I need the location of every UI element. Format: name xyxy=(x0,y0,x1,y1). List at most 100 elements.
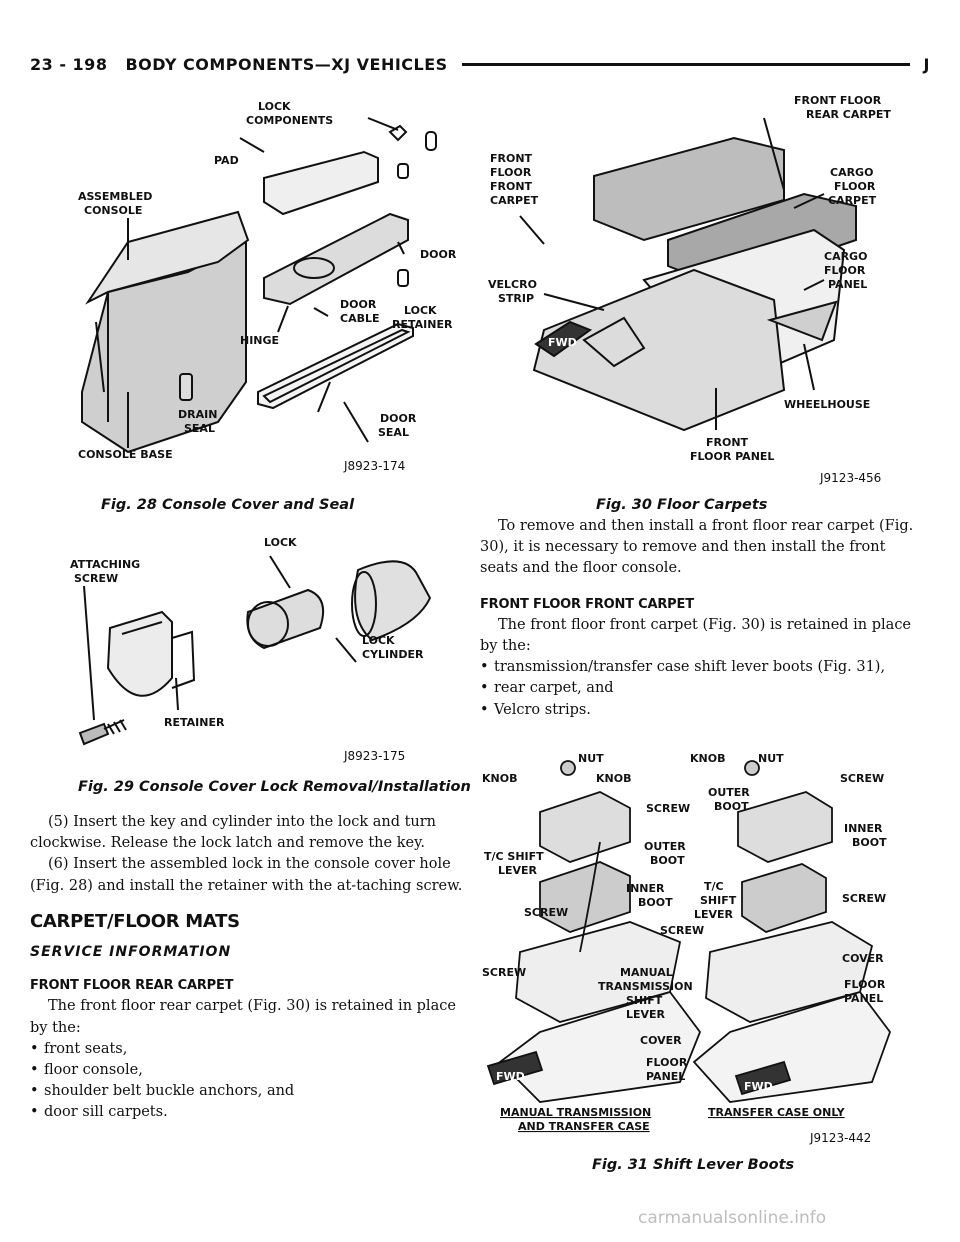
fig28-label-lock-retainer-1: LOCK xyxy=(404,304,437,317)
fig28-label-door: DOOR xyxy=(420,248,457,261)
fig31-label-screw-l2: SCREW xyxy=(524,906,568,919)
fig30-caption: Fig. 30 Floor Carpets xyxy=(596,497,768,513)
fig29-label-cylinder-1: LOCK xyxy=(362,634,395,647)
fig31-fwd-l: FWD xyxy=(496,1070,525,1083)
fig31-fwd-r: FWD xyxy=(744,1080,773,1093)
fig31-label-cover-l: COVER xyxy=(640,1034,682,1047)
fig31-label-screw-l3: SCREW xyxy=(482,966,526,979)
fig28-illustration: LOCK COMPONENTS PAD ASSEMBLED CONSOLE DO… xyxy=(68,92,460,484)
console-cover-diagram: LOCK COMPONENTS PAD ASSEMBLED CONSOLE DO… xyxy=(78,100,457,473)
header-mark: J xyxy=(923,54,930,74)
bullet-item: •shoulder belt buckle anchors, and xyxy=(30,1083,295,1100)
fig30-label-fffc-1: FRONT xyxy=(490,152,533,165)
fig29-caption: Fig. 29 Console Cover Lock Removal/Insta… xyxy=(78,779,471,795)
fig30-label-ffrc-2: REAR CARPET xyxy=(806,108,891,121)
fig30-illustration: FRONT FLOOR REAR CARPET FRONT FLOOR FRON… xyxy=(484,90,904,490)
fig31-label-manual-4: LEVER xyxy=(626,1008,666,1021)
fig31-label-tc-r1: T/C xyxy=(704,880,724,893)
fig31-label-screw-r: SCREW xyxy=(840,772,884,785)
fig29-label-attaching-2: SCREW xyxy=(74,572,118,585)
fig31-label-knob-l2: KNOB xyxy=(596,772,631,785)
fig28-label-assembled-1: ASSEMBLED xyxy=(78,190,152,203)
fig28-label-hinge: HINGE xyxy=(240,334,279,347)
fig29-label-cylinder-2: CYLINDER xyxy=(362,648,424,661)
fig30-label-velcro-1: VELCRO xyxy=(488,278,537,291)
fig28-label-drain-1: DRAIN xyxy=(178,408,217,421)
bullet-item: •transmission/transfer case shift lever … xyxy=(480,659,886,676)
fig31-label-inner-r2: BOOT xyxy=(852,836,887,849)
bullet-item: •floor console, xyxy=(30,1062,143,1079)
fig29-code: J8923-175 xyxy=(343,749,405,763)
fig30-label-cargo-carpet-2: FLOOR xyxy=(834,180,876,193)
fig29-illustration: ATTACHING SCREW LOCK LOCK CYLINDER RETAI… xyxy=(68,528,460,768)
fig31-label-nut-l: NUT xyxy=(578,752,604,765)
fig30-label-ffp-1: FRONT xyxy=(706,436,749,449)
fig28-label-drain-2: SEAL xyxy=(184,422,215,435)
fig30-code: J9123-456 xyxy=(819,471,881,485)
fig31-label-floor-r2: PANEL xyxy=(844,992,883,1005)
fig31-label-bottom-left-2: AND TRANSFER CASE xyxy=(518,1120,650,1133)
fig30-label-velcro-2: STRIP xyxy=(498,292,534,305)
fig30-label-wheelhouse: WHEELHOUSE xyxy=(784,398,870,411)
fig28-label-door-cable-1: DOOR xyxy=(340,298,377,311)
fig30-label-cargo-panel-3: PANEL xyxy=(828,278,867,291)
fig30-label-cargo-panel-1: CARGO xyxy=(824,250,867,263)
fig30-label-ffrc-1: FRONT FLOOR xyxy=(794,94,882,107)
fig28-caption: Fig. 28 Console Cover and Seal xyxy=(101,497,355,513)
para-ffrc: The front floor rear carpet (Fig. 30) is… xyxy=(30,998,456,1036)
fig30-label-fffc-4: CARPET xyxy=(490,194,539,207)
fig31-label-inner-l1: INNER xyxy=(626,882,665,895)
fig28-label-lock-2: COMPONENTS xyxy=(246,114,333,127)
fig31-label-outer-l2: BOOT xyxy=(650,854,685,867)
fig31-code: J9123-442 xyxy=(809,1131,871,1145)
heading-fffc: FRONT FLOOR FRONT CARPET xyxy=(480,596,694,612)
right-column: To remove and then install a front floor… xyxy=(480,516,926,721)
fig31-label-manual-2: TRANSMISSION xyxy=(598,980,693,993)
bullet-item: •rear carpet, and xyxy=(480,680,614,697)
page-header: 23 - 198 BODY COMPONENTS—XJ VEHICLES J xyxy=(30,52,930,76)
fig31-caption: Fig. 31 Shift Lever Boots xyxy=(592,1157,795,1173)
fig31-label-bottom-left-1: MANUAL TRANSMISSION xyxy=(500,1106,651,1119)
para-fffc: The front floor front carpet (Fig. 30) i… xyxy=(480,616,912,655)
left-column: (5) Insert the key and cylinder into the… xyxy=(30,812,472,1124)
fig31-label-outer-l1: OUTER xyxy=(644,840,686,853)
fig31-label-outer-r2: BOOT xyxy=(714,800,749,813)
bullet-item: •front seats, xyxy=(30,1040,128,1057)
fig28-label-door-seal-2: SEAL xyxy=(378,426,409,439)
fig28-label-door-cable-2: CABLE xyxy=(340,312,380,325)
fig31-label-tc-r3: LEVER xyxy=(694,908,734,921)
fig31-label-knob-r: KNOB xyxy=(690,752,725,765)
para-remove: To remove and then install a front floor… xyxy=(480,518,914,577)
fig31-label-nut-r: NUT xyxy=(758,752,784,765)
fig31-label-manual-3: SHIFT xyxy=(626,994,663,1007)
fig31-label-manual-1: MANUAL xyxy=(620,966,673,979)
fig31-label-floor-r1: FLOOR xyxy=(844,978,886,991)
fig28-label-lock-retainer-2: RETAINER xyxy=(392,318,453,331)
fig31-label-screw-r3: SCREW xyxy=(660,924,704,937)
fig31-label-outer-r1: OUTER xyxy=(708,786,750,799)
header-title: BODY COMPONENTS—XJ VEHICLES xyxy=(125,54,448,74)
heading-ffrc: FRONT FLOOR REAR CARPET xyxy=(30,978,234,994)
fig31-label-tc-l1: T/C SHIFT xyxy=(484,850,544,863)
fig31-label-floor-l2: PANEL xyxy=(646,1070,685,1083)
fig31-label-screw-r2: SCREW xyxy=(842,892,886,905)
fig31-label-inner-l2: BOOT xyxy=(638,896,673,909)
page-number: 23 - 198 xyxy=(30,54,108,74)
fig31-label-screw-l: SCREW xyxy=(646,802,690,815)
fig28-label-console-base: CONSOLE BASE xyxy=(78,448,173,461)
bullet-item: •Velcro strips. xyxy=(480,701,591,718)
fig28-label-pad: PAD xyxy=(214,154,239,167)
fig30-label-fffc-2: FLOOR xyxy=(490,166,532,179)
fig30-label-ffp-2: FLOOR PANEL xyxy=(690,450,774,463)
lock-diagram: ATTACHING SCREW LOCK LOCK CYLINDER RETAI… xyxy=(70,536,432,763)
fig29-label-retainer: RETAINER xyxy=(164,716,225,729)
fig28-label-assembled-2: CONSOLE xyxy=(84,204,142,217)
fig31-label-floor-l1: FLOOR xyxy=(646,1056,688,1069)
heading-carpet: CARPET/FLOOR MATS xyxy=(30,910,240,932)
header-rule xyxy=(461,62,910,66)
fig29-label-lock: LOCK xyxy=(264,536,297,549)
fig30-label-cargo-carpet-3: CARPET xyxy=(828,194,877,207)
fig31-label-inner-r1: INNER xyxy=(844,822,883,835)
fig31-label-tc-r2: SHIFT xyxy=(700,894,737,907)
bullet-item: •door sill carpets. xyxy=(30,1104,168,1121)
